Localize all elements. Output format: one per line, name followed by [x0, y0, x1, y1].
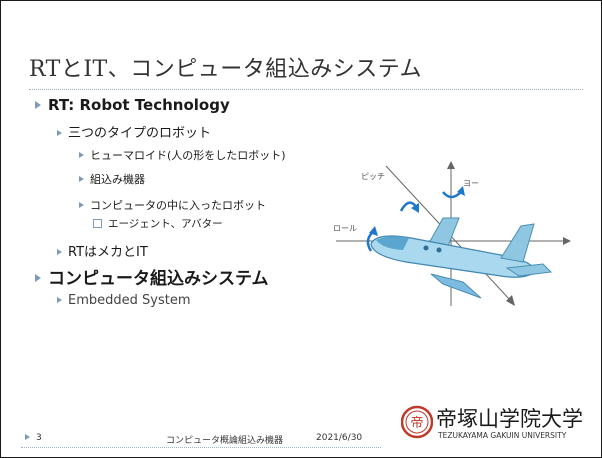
airplane-icon: [370, 217, 553, 299]
bullet-arrow-icon: [35, 274, 41, 282]
square-bullet-icon: [93, 218, 102, 228]
bullet-arrow-icon: [57, 248, 62, 255]
bullet-agent: エージェント、アバター: [93, 216, 223, 231]
roll-label: ロール: [333, 224, 357, 233]
bullet-rt-is: RTはメカとIT: [57, 241, 148, 260]
course-name: コンピュータ概論組込み機器: [166, 436, 284, 446]
bullet-arrow-icon: [35, 100, 41, 109]
bullet-robot-in-computer: コンピュータの中に入ったロボット: [79, 197, 266, 213]
page-number: 3: [25, 433, 42, 443]
university-name-en: TEZUKAYAMA GAKUIN UNIVERSITY: [438, 431, 567, 440]
university-seal-icon: 帝: [401, 405, 433, 439]
bullet-rt: RT: Robot Technology: [35, 96, 230, 114]
bullet-humanoid: ヒューマロイド(人の形をしたロボット): [79, 147, 286, 163]
bullet-arrow-icon: [57, 129, 62, 136]
yaw-label: ヨー: [463, 179, 479, 188]
bullet-arrow-icon: [79, 202, 84, 208]
bullet-embedded-system: コンピュータ組込みシステム: [35, 264, 269, 289]
bullet-arrow-icon: [79, 152, 84, 158]
bullet-embedded-system-en: Embedded System: [57, 293, 191, 308]
aircraft-axes-diagram: ピッチ ヨー ロール: [333, 161, 571, 306]
university-logo: 帝 帝塚山学院大学 TEZUKAYAMA GAKUIN UNIVERSITY: [401, 403, 596, 447]
bullet-embedded-device: 組込み機器: [79, 171, 145, 187]
svg-text:帝: 帝: [410, 415, 423, 431]
slide-title: RTとIT、コンピュータ組込みシステム: [29, 57, 423, 82]
footer-divider: [21, 447, 381, 448]
footer-arrow-icon: [25, 433, 30, 440]
slide-date: 2021/6/30: [316, 433, 363, 443]
university-name-jp: 帝塚山学院大学: [436, 407, 583, 431]
bullet-arrow-icon: [79, 176, 84, 182]
title-divider: [29, 89, 583, 90]
pitch-label: ピッチ: [361, 172, 385, 181]
bullet-arrow-icon: [57, 296, 62, 303]
bullet-three-types: 三つのタイプのロボット: [57, 122, 211, 141]
